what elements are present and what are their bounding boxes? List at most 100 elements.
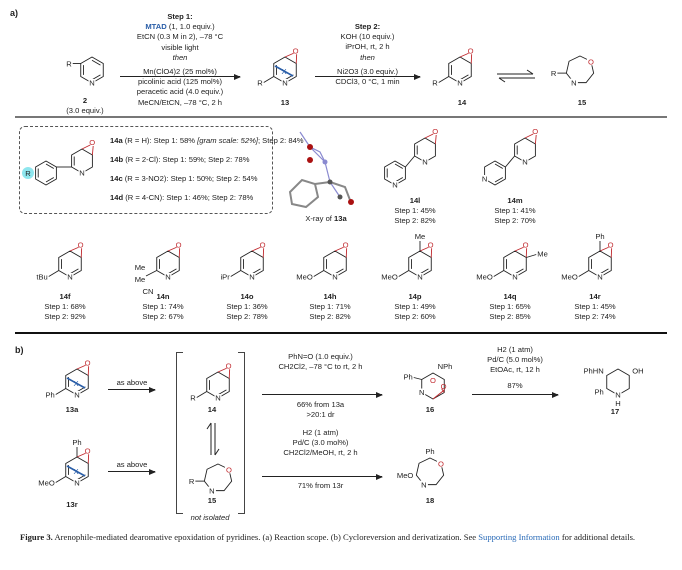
svg-text:Ph: Ph <box>45 391 54 400</box>
svg-text:O: O <box>468 46 474 55</box>
svg-text:O: O <box>226 465 232 474</box>
not-isolated-note: not isolated <box>190 513 230 522</box>
step1-title: Step 1: <box>167 12 193 21</box>
rxn1-conditions-above: PhN=O (1.0 equiv.)CH2Cl2, –78 °C to rt, … <box>278 352 363 372</box>
svg-text:N: N <box>392 181 397 190</box>
svg-text:Ph: Ph <box>403 373 412 382</box>
panel-b-label: b) <box>15 345 24 355</box>
svg-text:O: O <box>438 459 444 468</box>
supporting-information-link[interactable]: Supporting Information <box>478 532 560 542</box>
svg-text:iPr: iPr <box>220 273 230 282</box>
svg-text:O: O <box>430 376 436 385</box>
scope-line-14a: 14a (R = H): Step 1: 58% [gram scale: 52… <box>110 136 304 145</box>
rxn1-arrow <box>262 391 383 398</box>
compound-14-structure: N O R <box>432 46 474 88</box>
divider <box>15 332 667 334</box>
svg-text:N: N <box>215 394 220 403</box>
step1-after: Mn(ClO4)2 (25 mol%) <box>143 67 217 77</box>
svg-text:O: O <box>85 446 91 455</box>
step2-title: Step 2: <box>354 22 381 31</box>
svg-text:Ph: Ph <box>594 388 603 397</box>
rxn2-conditions-above: H2 (1 atm)Pd/C (5.0 mol%)EtOAc, rt, 12 h <box>487 345 543 375</box>
svg-text:tBu: tBu <box>36 273 47 282</box>
compound-14l-structure: NNO <box>384 127 438 190</box>
equiv-label: (3.0 equiv.) <box>66 106 104 115</box>
rxn3-arrow <box>262 473 383 480</box>
svg-text:R: R <box>432 79 438 88</box>
svg-text:O: O <box>523 240 529 249</box>
rxn2-arrow <box>472 391 559 398</box>
xray-caption: X-ray of 13a <box>305 214 347 223</box>
svg-text:Ph: Ph <box>595 232 604 241</box>
svg-text:O: O <box>293 46 299 55</box>
svg-text:Me: Me <box>135 263 146 272</box>
svg-text:Ph: Ph <box>72 438 81 447</box>
svg-text:R: R <box>66 60 72 69</box>
svg-text:PhHN: PhHN <box>583 367 603 376</box>
step2-after: CDCl3, 0 °C, 1 min <box>335 77 400 87</box>
svg-text:N: N <box>74 479 79 488</box>
svg-text:N: N <box>422 158 427 167</box>
svg-text:R: R <box>25 169 31 178</box>
svg-text:N: N <box>332 273 337 282</box>
figure-caption: Figure 3. Arenophile-mediated dearomativ… <box>20 532 636 542</box>
svg-text:O: O <box>176 240 182 249</box>
compound-13a-label: 13a <box>65 405 79 414</box>
svg-text:MeO: MeO <box>476 273 493 282</box>
bracket-14-structure: N O R <box>190 361 232 403</box>
svg-text:O: O <box>226 361 232 370</box>
step2-line: KOH (10 equiv.) <box>340 32 395 42</box>
svg-text:MeO: MeO <box>561 273 578 282</box>
rxn3-conditions-above: H2 (1 atm)Pd/C (3.0 mol%)CH2Cl2/MeOH, rt… <box>283 428 358 458</box>
svg-text:O: O <box>428 240 434 249</box>
step1-line: EtCN (0.3 M in 2), –78 °C <box>136 32 224 42</box>
bracket-15-structure: ONR <box>189 463 233 496</box>
svg-text:N: N <box>79 169 84 178</box>
step1-after: peracetic acid (4.0 equiv.) <box>136 87 224 97</box>
svg-text:N: N <box>165 273 170 282</box>
svg-text:R: R <box>190 394 196 403</box>
svg-text:O: O <box>441 382 447 391</box>
svg-text:N: N <box>89 79 94 88</box>
svg-text:N: N <box>457 79 462 88</box>
xray-structure-image <box>288 131 354 209</box>
svg-text:MeO: MeO <box>381 273 398 282</box>
as-above-arrow <box>108 468 156 475</box>
rxn3-yield: 71% from 13r <box>297 481 344 490</box>
svg-text:N: N <box>282 79 287 88</box>
svg-text:OH: OH <box>632 367 643 376</box>
svg-text:O: O <box>260 240 266 249</box>
svg-text:O: O <box>608 240 614 249</box>
as-above-label: as above <box>116 460 148 469</box>
svg-text:NPh: NPh <box>438 362 453 371</box>
svg-text:N: N <box>421 481 426 490</box>
step2-after: Ni2O3 (3.0 equiv.) <box>336 66 399 76</box>
compound-13r-label: 13r <box>66 500 78 509</box>
step1-conditions: Step 1: MTAD (1, 1.0 equiv.) EtCN (0.3 M… <box>118 12 242 108</box>
svg-text:N: N <box>67 273 72 282</box>
equilibrium-arrows <box>497 69 535 83</box>
rxn1-conditions-below: 66% from 13a>20:1 dr <box>296 400 345 420</box>
bracket-15-label: 15 <box>207 496 217 505</box>
svg-text:O: O <box>343 240 349 249</box>
step2-line: iPrOH, rt, 2 h <box>345 42 390 52</box>
step2-then: then <box>360 52 375 62</box>
mtad-reagent: MTAD <box>145 22 167 32</box>
compound-17-label: 17 <box>610 407 620 416</box>
svg-text:Me: Me <box>135 275 146 284</box>
compound-18-label: 18 <box>425 496 435 505</box>
svg-text:MeO: MeO <box>296 273 313 282</box>
scope-line-14c: 14c (R = 3-NO2): Step 1: 50%; Step 2: 54… <box>110 174 258 183</box>
